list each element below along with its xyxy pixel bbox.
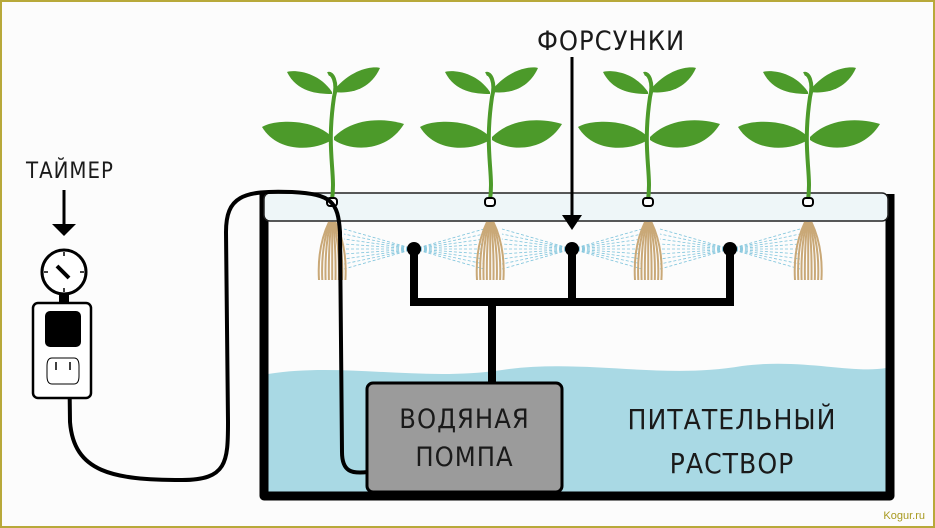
spray-line: [501, 233, 573, 250]
timer-arrow: [52, 190, 76, 236]
spray-line: [571, 238, 643, 250]
spray-line: [501, 238, 573, 250]
spray-line: [659, 238, 731, 250]
spray-line: [659, 228, 731, 250]
seedling: [420, 67, 562, 281]
nozzles: [407, 242, 737, 256]
spray-line: [729, 228, 801, 250]
solution-label: ПИТАТЕЛЬНЫЙ РАСТВОР: [612, 398, 852, 486]
spray-line: [343, 248, 415, 260]
seedling: [578, 67, 720, 281]
spray-line: [501, 228, 573, 250]
spray-line: [659, 243, 731, 250]
spray-line: [501, 248, 573, 270]
spray-line: [343, 248, 415, 270]
spray-line: [659, 248, 731, 255]
spray-line: [659, 248, 731, 265]
spray-line: [413, 238, 485, 250]
spray-line: [571, 248, 643, 265]
spray-line: [659, 233, 731, 250]
spray-line: [501, 243, 573, 250]
tank: [259, 194, 895, 501]
seedling: [262, 67, 404, 281]
spray-line: [501, 248, 573, 255]
spray-line: [571, 243, 643, 250]
water-pump: [365, 381, 564, 494]
spray-line: [571, 228, 643, 250]
spray-line: [343, 248, 415, 255]
spray-line: [413, 248, 485, 255]
spray-line: [571, 248, 643, 255]
power-cord: [67, 189, 369, 483]
timer-label: ТАЙМЕР: [26, 159, 114, 184]
nozzle: [407, 242, 421, 256]
spray-line: [413, 228, 485, 250]
spray-line: [729, 233, 801, 250]
spray-line: [571, 248, 643, 270]
spray-group: [343, 228, 801, 270]
timer-clock-icon: [40, 248, 88, 303]
nozzle: [723, 242, 737, 256]
spray-line: [729, 243, 801, 250]
spray-line: [343, 238, 415, 250]
spray-line: [729, 248, 801, 260]
power-outlet-icon: [31, 301, 93, 400]
pump-label-line2: ПОМПА: [415, 442, 514, 473]
spray-line: [413, 248, 485, 270]
spray-line: [343, 248, 415, 265]
spray-line: [413, 233, 485, 250]
watermark: Kogur.ru: [883, 510, 925, 522]
seedling: [738, 67, 880, 281]
spray-line: [571, 233, 643, 250]
spray-line: [413, 248, 485, 260]
solution-label-line1: ПИТАТЕЛЬНЫЙ: [627, 403, 837, 436]
nozzles-arrow: [562, 57, 582, 230]
spray-line: [343, 228, 415, 250]
nozzle: [565, 242, 579, 256]
solution-label-line2: РАСТВОР: [669, 447, 795, 480]
nozzles-label: ФОРСУНКИ: [537, 26, 686, 57]
spray-line: [729, 238, 801, 250]
pipe-manifold: [410, 250, 734, 384]
spray-line: [343, 243, 415, 250]
spray-line: [659, 248, 731, 260]
pump-label: ВОДЯНАЯ ПОМПА: [367, 401, 562, 477]
spray-line: [501, 248, 573, 265]
spray-line: [413, 243, 485, 250]
plants-group: [262, 67, 880, 281]
spray-line: [729, 248, 801, 270]
spray-line: [501, 248, 573, 260]
spray-line: [659, 248, 731, 270]
spray-line: [729, 248, 801, 255]
spray-line: [413, 248, 485, 265]
spray-line: [571, 248, 643, 260]
spray-line: [343, 233, 415, 250]
pump-label-line1: ВОДЯНАЯ: [399, 404, 530, 435]
spray-line: [729, 248, 801, 265]
